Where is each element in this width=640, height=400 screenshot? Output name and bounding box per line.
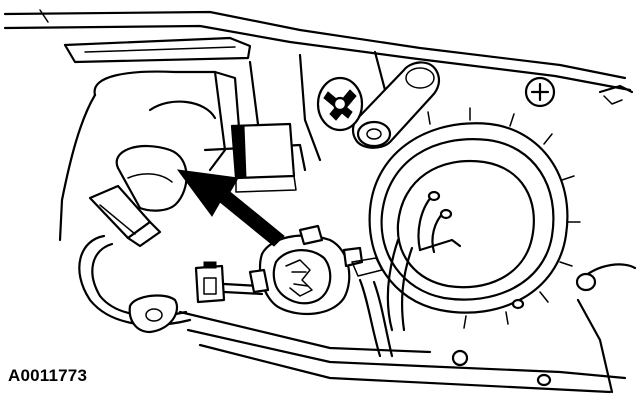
adjuster-tube — [351, 61, 441, 149]
lower-mounting-lug — [128, 294, 178, 334]
reflector-ring — [368, 107, 581, 329]
fender-upper-edge — [3, 9, 632, 92]
screw-icon — [524, 76, 556, 108]
lower-body-edges — [178, 310, 627, 394]
connector-plug — [194, 261, 264, 304]
mounting-bracket-tab — [63, 36, 252, 64]
bulb-connector — [88, 184, 162, 248]
figure-id-label: A0011773 — [8, 366, 88, 385]
wiring-harness-right — [351, 238, 414, 358]
housing-block — [230, 122, 297, 193]
right-trim — [575, 84, 637, 394]
bulb-wires — [417, 190, 462, 254]
adjuster-knob — [316, 76, 364, 132]
callout-arrow — [176, 169, 285, 247]
mounting-holes — [451, 298, 552, 387]
